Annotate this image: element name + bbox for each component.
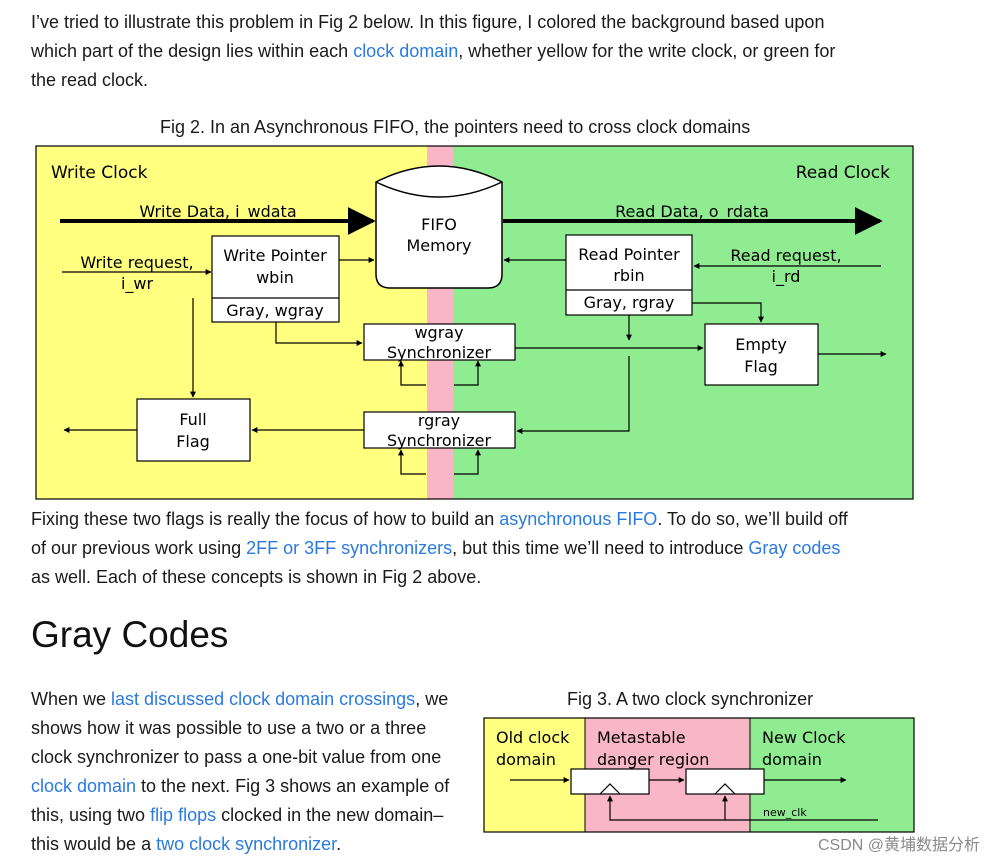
intro-line-1: I’ve tried to illustrate this problem in… [31, 12, 825, 32]
wsync-clk-right [454, 360, 481, 386]
intro-line-3: the read clock. [31, 70, 149, 90]
old-clock-region [484, 718, 585, 832]
fixing-text: of our previous work using [31, 538, 247, 558]
clock-line [607, 795, 878, 821]
write-request-label-2: i_wr [121, 274, 154, 294]
gray-text: clocked in the new domain– [216, 805, 444, 825]
fig2-async-fifo-diagram: Write Clock Read Clock Write Data, i_wda… [35, 145, 914, 500]
fig3-caption: Fig 3. A two clock synchronizer [567, 689, 814, 709]
flip-flops-link[interactable]: flip flops [150, 805, 217, 825]
gray-codes-paragraph: When we last discussed clock domain cros… [31, 685, 449, 859]
flip-flop-2 [685, 768, 765, 795]
intro-text: which part of the design lies within eac… [31, 41, 354, 61]
wgray-synchronizer-box [363, 323, 516, 361]
read-request-label-1: Read request, [730, 246, 841, 265]
flip-flop-2-clock [714, 783, 736, 795]
fig3-two-clock-synchronizer-diagram: Old clock domain Metastable danger regio… [483, 717, 915, 833]
write-data-label: Write Data, i_wdata [139, 202, 296, 222]
asynchronous-fifo-link[interactable]: asynchronous FIFO [499, 509, 658, 529]
fig2-border [35, 145, 914, 500]
write-request-label-1: Write request, [80, 253, 193, 272]
full-flag-label-1: Full [179, 410, 206, 429]
gray-text: When we [31, 689, 112, 709]
wgray-sync-label-2: Synchronizer [387, 343, 492, 362]
two-clock-synchronizer-link[interactable]: two clock synchronizer [156, 834, 337, 854]
write-clock-label: Write Clock [51, 163, 148, 183]
gray-line-3: clock synchronizer to pass a one-bit val… [31, 747, 442, 767]
fig2-caption: Fig 2. In an Asynchronous FIFO, the poin… [160, 117, 751, 137]
flip-flop-1 [570, 768, 650, 795]
gray-text: . [336, 834, 342, 854]
new-clock-region [750, 718, 914, 832]
fifo-label-1: FIFO [421, 215, 457, 234]
old-clock-label-1: Old clock [496, 728, 570, 747]
read-data-label: Read Data, o_rdata [615, 202, 769, 222]
new-clk-label: new_clk [763, 806, 807, 819]
fixing-paragraph: Fixing these two flags is really the foc… [31, 505, 848, 592]
full-flag-box [136, 398, 251, 462]
gray-line-5: this, using two flip flops clocked in th… [31, 801, 449, 830]
clock-domain-link-2[interactable]: clock domain [31, 776, 137, 796]
metastable-label-2: danger region [597, 750, 709, 769]
rgray-sync-label-1: rgray [418, 411, 460, 430]
intro-text: , whether yellow for the write clock, or… [458, 41, 836, 61]
rgray-to-sync-arrow [516, 356, 630, 434]
flip-flop-1-clock [599, 783, 621, 795]
write-pointer-box [211, 235, 340, 323]
rsync-clk-left [398, 449, 426, 475]
fifo-memory-lip [375, 181, 503, 198]
rsync-clk-right [454, 449, 481, 475]
intro-line-2: which part of the design lies within eac… [31, 37, 835, 66]
fixing-text: . To do so, we’ll build off [657, 509, 848, 529]
rgray-to-empty-arrow [692, 302, 764, 323]
fifo-memory-shape [375, 165, 503, 289]
clock-domain-link[interactable]: clock domain [353, 41, 459, 61]
write-pointer-label-1: Write Pointer [223, 246, 327, 265]
gray-line-2: shows how it was possible to use a two o… [31, 718, 427, 738]
gray-codes-heading: Gray Codes [31, 614, 229, 655]
gray-text: , we [415, 689, 449, 709]
gray-text: this, using two [31, 805, 151, 825]
read-pointer-box [565, 234, 693, 316]
read-clock-region [453, 146, 913, 499]
gray-line-6: this would be a two clock synchronizer. [31, 830, 449, 859]
wgray-to-sync-arrow [275, 322, 363, 346]
wsync-clk-left [398, 360, 426, 386]
read-clock-label: Read Clock [796, 163, 890, 183]
gray-line-1: When we last discussed clock domain cros… [31, 685, 449, 714]
empty-flag-label-2: Flag [744, 357, 778, 376]
old-clock-label-2: domain [496, 750, 556, 769]
gray-text: to the next. Fig 3 shows an example of [136, 776, 450, 796]
synchronizers-link[interactable]: 2FF or 3FF synchronizers [246, 538, 453, 558]
new-clock-label-1: New Clock [762, 728, 846, 747]
rgray-label: Gray, rgray [584, 293, 675, 312]
fixing-text: , but this time we’ll need to introduce [452, 538, 749, 558]
last-discussed-link[interactable]: last discussed clock domain crossings [111, 689, 416, 709]
full-flag-label-2: Flag [176, 432, 210, 451]
empty-flag-label-1: Empty [735, 335, 787, 354]
rgray-synchronizer-box [363, 411, 516, 449]
gray-codes-link[interactable]: Gray codes [748, 538, 841, 558]
wgray-label: Gray, wgray [226, 301, 324, 320]
fifo-label-2: Memory [406, 236, 471, 255]
gray-text: this would be a [31, 834, 157, 854]
rgray-sync-label-2: Synchronizer [387, 431, 492, 450]
intro-paragraph: I’ve tried to illustrate this problem in… [31, 8, 835, 95]
read-pointer-label-1: Read Pointer [578, 245, 680, 264]
read-pointer-label-2: rbin [613, 266, 644, 285]
fixing-line-1: Fixing these two flags is really the foc… [31, 505, 848, 534]
fig3-border [483, 717, 915, 833]
fixing-text: Fixing these two flags is really the foc… [31, 509, 500, 529]
wgray-sync-label-1: wgray [414, 323, 463, 342]
write-pointer-label-2: wbin [256, 268, 294, 287]
watermark: CSDN @黄埔数据分析 [817, 837, 980, 854]
fixing-line-2: of our previous work using 2FF or 3FF sy… [31, 534, 848, 563]
metastable-label-1: Metastable [597, 728, 686, 747]
fixing-line-3: as well. Each of these concepts is shown… [31, 567, 482, 587]
new-clock-label-2: domain [762, 750, 822, 769]
read-request-label-2: i_rd [772, 267, 801, 287]
gray-line-4: clock domain to the next. Fig 3 shows an… [31, 772, 449, 801]
